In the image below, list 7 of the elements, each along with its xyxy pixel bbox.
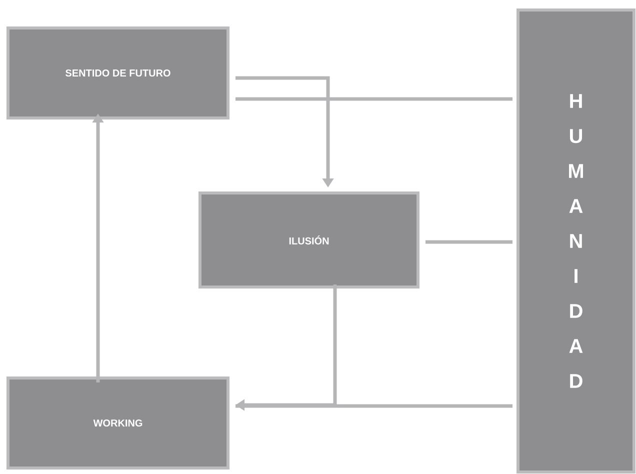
connector-line <box>236 97 512 101</box>
process-box: SENTIDO DE FUTURO <box>6 26 230 120</box>
process-box: ILUSIÓN <box>198 192 420 288</box>
connector-line <box>236 404 512 408</box>
process-box: WORKING <box>6 376 230 470</box>
tall-box: HUMANIDAD <box>516 8 636 474</box>
connector-line <box>426 240 512 244</box>
